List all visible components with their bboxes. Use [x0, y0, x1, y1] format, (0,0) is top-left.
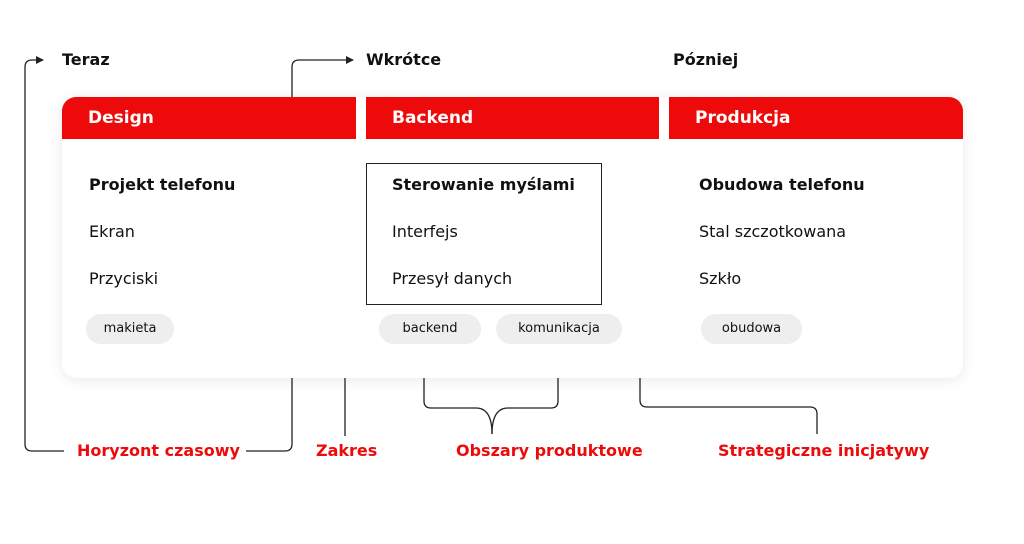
list-item: Przesył danych [392, 269, 513, 288]
tag: backend [379, 314, 481, 344]
time-horizon-arrow-now [24, 56, 64, 452]
annotation-strategic-initiatives: Strategiczne inicjatywy [718, 441, 930, 460]
horizon-later: Pózniej [673, 50, 739, 69]
scope-box [366, 163, 602, 305]
column-header-production: Produkcja [669, 97, 963, 139]
item-title: Obudowa telefonu [699, 175, 865, 194]
list-item: Interfejs [392, 222, 458, 241]
tag: obudowa [701, 314, 802, 344]
tag: makieta [86, 314, 174, 344]
column-header-backend: Backend [366, 97, 659, 139]
item-title: Sterowanie myślami [392, 175, 575, 194]
list-item: Przyciski [89, 269, 159, 288]
list-item: Ekran [89, 222, 135, 241]
column-header-design: Design [62, 97, 356, 139]
list-item: Stal szczotkowana [699, 222, 847, 241]
product-areas-bracket-right [491, 352, 562, 435]
product-areas-bracket-left [420, 352, 493, 435]
horizon-soon: Wkrótce [366, 50, 442, 69]
annotation-time-horizon: Horyzont czasowy [77, 441, 240, 460]
item-title: Projekt telefonu [89, 175, 236, 194]
tag: komunikacja [496, 314, 622, 344]
list-item: Szkło [699, 269, 742, 288]
horizon-now: Teraz [62, 50, 110, 69]
annotation-product-areas: Obszary produktowe [456, 441, 643, 460]
annotation-scope: Zakres [316, 441, 378, 460]
